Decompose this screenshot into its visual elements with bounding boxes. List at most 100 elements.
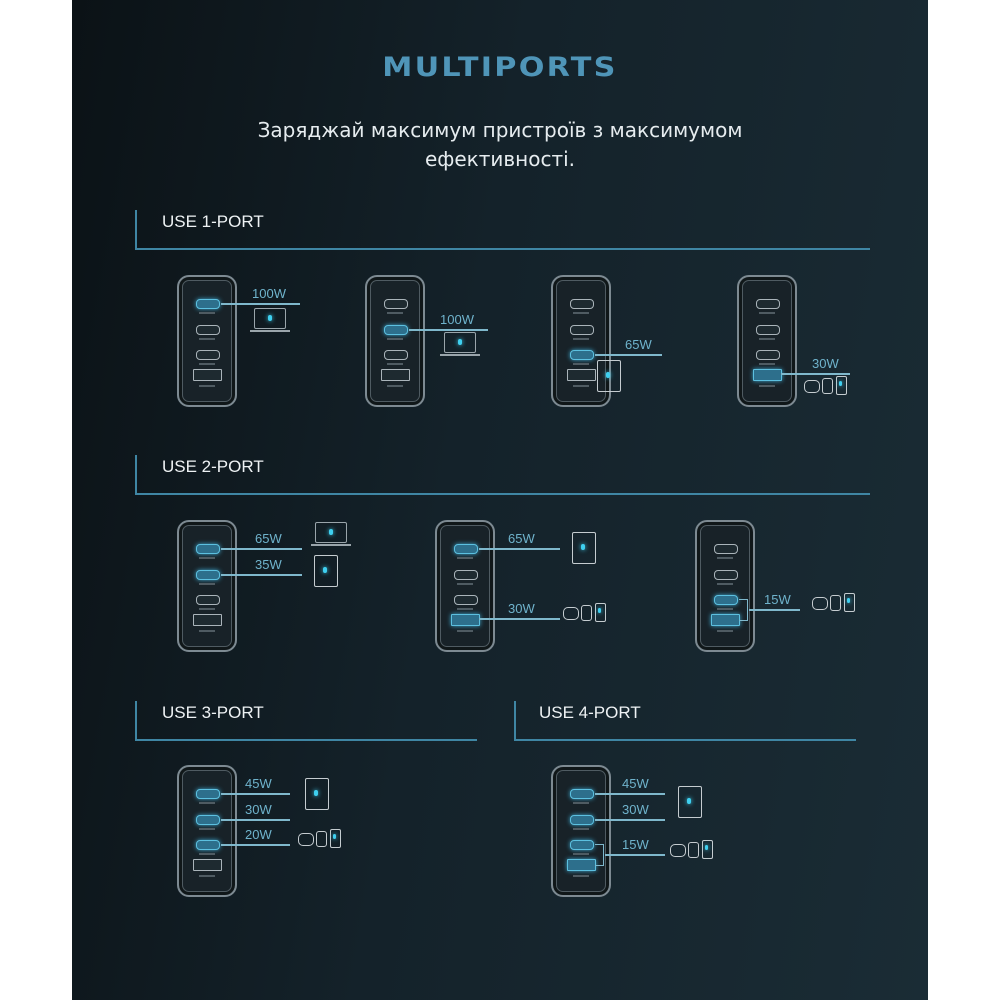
port-c3	[570, 350, 594, 360]
port-a	[381, 369, 410, 381]
port-c2	[196, 325, 220, 335]
power-line	[221, 844, 290, 846]
port-label-mark	[199, 338, 215, 340]
power-line	[605, 854, 665, 856]
charging-indicator	[606, 372, 610, 378]
small-devices-icon	[812, 593, 858, 612]
port-label-mark	[717, 583, 733, 585]
wattage-label: 100W	[440, 312, 474, 327]
small-devices-icon	[563, 603, 609, 622]
port-label-mark	[759, 312, 775, 314]
watch-icon	[581, 605, 592, 621]
tablet-icon	[678, 786, 702, 818]
power-line	[221, 548, 302, 550]
wattage-label: 20W	[245, 827, 272, 842]
charging-indicator	[598, 608, 601, 613]
charging-indicator	[333, 834, 336, 839]
wattage-label: 30W	[508, 601, 535, 616]
earbuds-case-icon	[812, 597, 828, 610]
port-label-mark	[199, 312, 215, 314]
charger-icon	[551, 275, 611, 407]
port-label-mark	[573, 338, 589, 340]
laptop-icon	[311, 522, 351, 548]
subtitle-line-2: ефективності.	[424, 147, 576, 171]
page-title: MULTIPORTS	[382, 52, 618, 83]
power-line	[749, 609, 800, 611]
port-label-mark	[199, 608, 215, 610]
port-label-mark	[457, 630, 473, 632]
port-label-mark	[457, 557, 473, 559]
port-label-mark	[387, 338, 403, 340]
port-bracket	[595, 844, 604, 866]
port-c3	[714, 595, 738, 605]
wattage-label: 30W	[245, 802, 272, 817]
power-line	[595, 354, 662, 356]
port-label-mark	[573, 802, 589, 804]
port-c2	[570, 815, 594, 825]
charging-indicator	[458, 339, 462, 345]
tablet-icon	[597, 360, 621, 392]
port-c2	[570, 325, 594, 335]
port-a	[193, 614, 222, 626]
power-line	[479, 548, 560, 550]
section-title-4-port: USE 4-PORT	[539, 703, 641, 722]
laptop-base	[250, 330, 290, 332]
phone-icon	[844, 593, 855, 612]
port-label-mark	[199, 557, 215, 559]
laptop-screen	[315, 522, 347, 543]
port-label-mark	[759, 338, 775, 340]
charger-icon	[435, 520, 495, 652]
phone-icon	[595, 603, 606, 622]
section-divider	[514, 739, 856, 741]
power-line	[221, 574, 302, 576]
port-label-mark	[573, 312, 589, 314]
port-c3	[570, 840, 594, 850]
wattage-label: 35W	[255, 557, 282, 572]
port-c1	[570, 299, 594, 309]
phone-icon	[836, 376, 847, 395]
wattage-label: 45W	[622, 776, 649, 791]
port-label-mark	[573, 363, 589, 365]
port-label-mark	[199, 630, 215, 632]
section-title-2-port: USE 2-PORT	[162, 457, 264, 476]
port-label-mark	[573, 385, 589, 387]
earbuds-case-icon	[298, 833, 314, 846]
charging-indicator	[847, 598, 850, 603]
section-title-1-port: USE 1-PORT	[162, 212, 264, 231]
port-c1	[570, 789, 594, 799]
charger-icon	[177, 520, 237, 652]
section-divider	[135, 701, 137, 741]
port-label-mark	[387, 312, 403, 314]
wattage-label: 15W	[622, 837, 649, 852]
port-c1	[196, 544, 220, 554]
phone-icon	[330, 829, 341, 848]
port-a	[567, 369, 596, 381]
power-line	[595, 819, 665, 821]
watch-icon	[688, 842, 699, 858]
earbuds-case-icon	[670, 844, 686, 857]
port-label-mark	[199, 385, 215, 387]
tablet-icon	[305, 778, 329, 810]
power-line	[221, 793, 290, 795]
subtitle: Заряджай максимум пристроїв з максимумом…	[0, 116, 1000, 174]
port-a	[567, 859, 596, 871]
port-label-mark	[573, 875, 589, 877]
port-label-mark	[199, 875, 215, 877]
charging-indicator	[329, 529, 333, 535]
phone-icon	[702, 840, 713, 859]
port-a	[753, 369, 782, 381]
port-c1	[196, 789, 220, 799]
port-c3	[196, 595, 220, 605]
port-label-mark	[387, 363, 403, 365]
port-label-mark	[717, 630, 733, 632]
tablet-icon	[314, 555, 338, 587]
port-label-mark	[759, 363, 775, 365]
power-line	[221, 303, 300, 305]
charging-indicator	[323, 567, 327, 573]
port-c3	[756, 350, 780, 360]
charging-indicator	[839, 381, 842, 386]
port-label-mark	[199, 828, 215, 830]
charger-icon	[695, 520, 755, 652]
laptop-base	[311, 544, 351, 546]
section-divider	[135, 493, 870, 495]
